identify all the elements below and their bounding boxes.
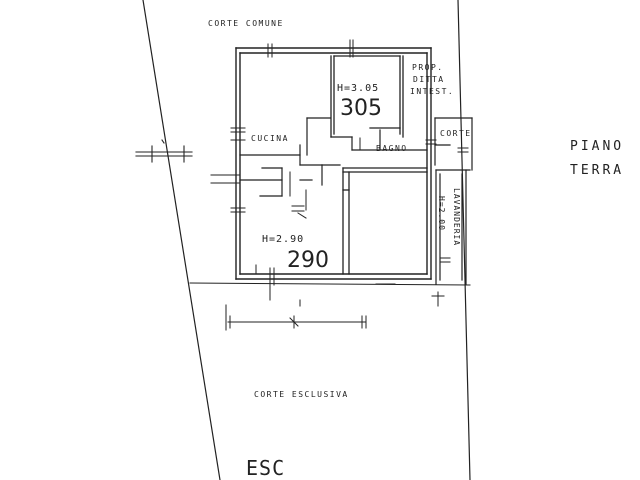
- bagno-walls: [351, 129, 428, 151]
- lavanderia-label: LAVANDERIA: [452, 188, 461, 247]
- prop-label-line1: PROP.: [412, 63, 444, 72]
- window-marks: [210, 39, 469, 301]
- bagno-label: BAGNO: [376, 144, 408, 153]
- bottom-mark: ESC: [246, 456, 286, 480]
- cucina-walls: [239, 117, 341, 197]
- piano-label: PIANO: [570, 139, 625, 154]
- upper-room-height-label: H=3.05: [337, 83, 380, 94]
- entrance-arrow: [135, 139, 193, 163]
- upper-room-number: 305: [340, 96, 382, 121]
- tick-marks: [299, 291, 445, 307]
- corte-comune-label: CORTE COMUNE: [208, 19, 284, 28]
- prop-label-line3: INTEST.: [410, 87, 455, 96]
- corte-small-label: CORTE: [440, 129, 472, 138]
- dimension-line: [225, 304, 367, 331]
- lavanderia-height-label: H=2.00: [437, 196, 446, 231]
- boundary-line-mid: [189, 282, 471, 286]
- small-room-walls: [330, 55, 404, 138]
- lower-room-number: 290: [287, 248, 329, 273]
- lower-room-height-label: H=2.90: [262, 234, 305, 245]
- corte-small-walls: [434, 117, 473, 171]
- boundary-line-right: [457, 0, 471, 480]
- corte-esclusiva-label: CORTE ESCLUSIVA: [254, 390, 349, 399]
- boundary-line-left: [142, 0, 221, 480]
- prop-label-line2: DITTA: [413, 75, 445, 84]
- terra-label: TERRA: [570, 163, 625, 178]
- cucina-label: CUCINA: [251, 134, 289, 143]
- central-room-walls: [342, 167, 428, 275]
